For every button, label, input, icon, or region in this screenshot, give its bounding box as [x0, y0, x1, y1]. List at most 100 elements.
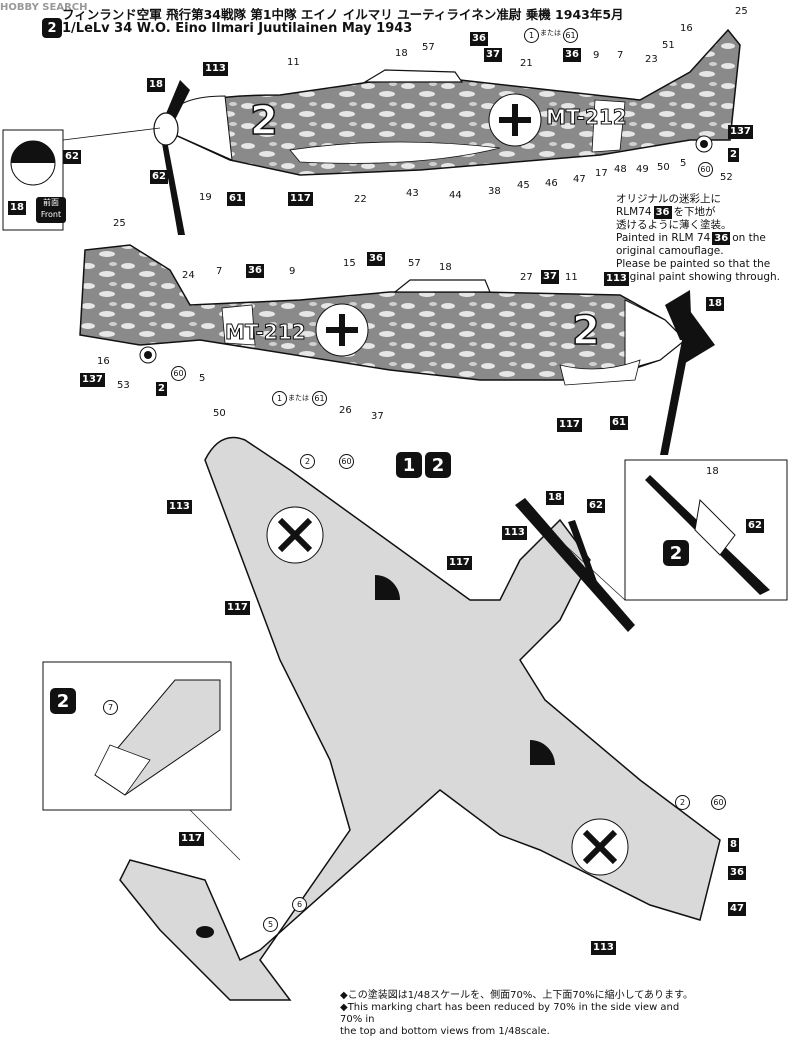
callout-61b: 61 — [227, 192, 245, 206]
note-line6: Please be painted so that the — [616, 258, 771, 270]
callout-9: 9 — [593, 50, 600, 61]
callout-117b-plan: 117 — [447, 556, 472, 570]
callout-48: 48 — [614, 164, 627, 175]
front-view-inset — [2, 127, 161, 231]
front-label-en: Front — [40, 210, 62, 219]
callout-137: 137 — [728, 125, 753, 139]
callout-2-side2: 2 — [156, 382, 167, 396]
callout-113-side2: 113 — [604, 272, 629, 286]
callout-36: 36 — [470, 32, 488, 46]
callout-53-side2: 53 — [117, 380, 130, 391]
fuselage-number-left: 2 — [249, 97, 278, 145]
callout-51: 51 — [662, 40, 675, 51]
callout-22: 22 — [354, 194, 367, 205]
detail-inset-prop — [564, 459, 788, 601]
callout-23: 23 — [645, 54, 658, 65]
callout-117-side2: 117 — [557, 418, 582, 432]
callout-137-side2: 137 — [80, 373, 105, 387]
callout-36b: 36 — [563, 48, 581, 62]
callout-43: 43 — [406, 188, 419, 199]
callout-57-side2: 57 — [408, 258, 421, 269]
callout-113c-plan: 113 — [591, 941, 616, 955]
plan-view — [119, 436, 721, 1001]
callout-117c-plan: 117 — [179, 832, 204, 846]
callout-61: 61 — [563, 28, 578, 43]
callout-62-front: 62 — [63, 150, 81, 164]
callout-25-side2: 25 — [113, 218, 126, 229]
callout-62: 62 — [150, 170, 168, 184]
callout-47: 47 — [573, 174, 586, 185]
callout-21: 21 — [520, 58, 533, 69]
callout-6-plan: 6 — [292, 897, 307, 912]
callout-113: 113 — [203, 62, 228, 76]
or-label: または — [540, 29, 561, 37]
callout-57: 57 — [422, 42, 435, 53]
callout-18-side2: 18 — [439, 262, 452, 273]
callout-18b: 18 — [147, 78, 165, 92]
callout-18-plan: 18 — [546, 491, 564, 505]
callout-61b-side2: 61 — [610, 416, 628, 430]
aircraft-code-right: MT-212 — [225, 320, 307, 345]
callout-36-side2: 36 — [246, 264, 264, 278]
callout-15-side2: 15 — [343, 258, 356, 269]
or-label-side2: または — [288, 394, 309, 402]
callout-117-plan: 117 — [225, 601, 250, 615]
aircraft-code-left: MT-212 — [546, 105, 628, 130]
scale-note: ◆この塗装図は1/48スケールを、側面70%、上下面70%に縮小してあります。 … — [340, 990, 700, 1038]
callout-16: 16 — [680, 23, 693, 34]
detail-inset-tail — [42, 661, 241, 861]
title-japanese: フィンランド空軍 飛行第34戦隊 第1中隊 エイノ イルマリ ユーティライネン准… — [62, 7, 624, 22]
callout-7-side2: 7 — [216, 266, 223, 277]
callout-26-side2: 26 — [339, 405, 352, 416]
front-label: 前面 Front — [36, 197, 66, 223]
callout-5-side2: 5 — [199, 373, 206, 384]
callout-62-inset: 62 — [746, 519, 764, 533]
callout-11-side2: 11 — [565, 272, 578, 283]
callout-46: 46 — [545, 178, 558, 189]
title-english: 1/LeLv 34 W.O. Eino Ilmari Juutilainen M… — [62, 21, 413, 36]
side-view-left — [153, 28, 741, 235]
callout-45: 45 — [517, 180, 530, 191]
callout-113b-plan: 113 — [502, 526, 527, 540]
callout-27-side2: 27 — [520, 272, 533, 283]
callout-16-side2: 16 — [97, 356, 110, 367]
scale-note-line1: ◆この塗装図は1/48スケールを、側面70%、上下面70%に縮小してあります。 — [340, 990, 693, 1001]
scale-note-line2: ◆This marking chart has been reduced by … — [340, 1002, 680, 1025]
callout-8-plan: 8 — [728, 838, 739, 852]
callout-60-side2: 60 — [171, 366, 186, 381]
callout-60b-plan: 60 — [711, 795, 726, 810]
header-badge: 2 — [42, 18, 62, 38]
callout-18-inset: 18 — [706, 466, 719, 477]
callout-52: 52 — [720, 172, 733, 183]
detail-badge-right: 2 — [663, 540, 689, 566]
callout-7: 7 — [617, 50, 624, 61]
callout-49: 49 — [636, 164, 649, 175]
callout-47-plan: 47 — [728, 902, 746, 916]
callout-19: 19 — [199, 192, 212, 203]
callout-37b-side2: 37 — [371, 411, 384, 422]
callout-11: 11 — [287, 57, 300, 68]
callout-2-plan: 2 — [300, 454, 315, 469]
callout-24-side2: 24 — [182, 270, 195, 281]
scale-note-line3: the top and bottom views from 1/48scale. — [340, 1026, 550, 1037]
callout-2b-plan: 2 — [675, 795, 690, 810]
callout-117: 117 — [288, 192, 313, 206]
callout-62-plan: 62 — [587, 499, 605, 513]
side-view-right — [79, 244, 715, 455]
callout-18: 18 — [395, 48, 408, 59]
callout-60: 60 — [698, 162, 713, 177]
note-line1: オリジナルの迷彩上に — [616, 193, 721, 205]
callout-2: 2 — [728, 148, 739, 162]
callout-50: 50 — [657, 162, 670, 173]
callout-25: 25 — [735, 6, 748, 17]
note-line7: original paint showing through. — [616, 271, 781, 283]
callout-18-front: 18 — [8, 201, 26, 215]
watermark: HOBBY SEARCH — [0, 2, 88, 13]
callout-5: 5 — [680, 158, 687, 169]
callout-37: 37 — [484, 48, 502, 62]
callout-113-plan: 113 — [167, 500, 192, 514]
